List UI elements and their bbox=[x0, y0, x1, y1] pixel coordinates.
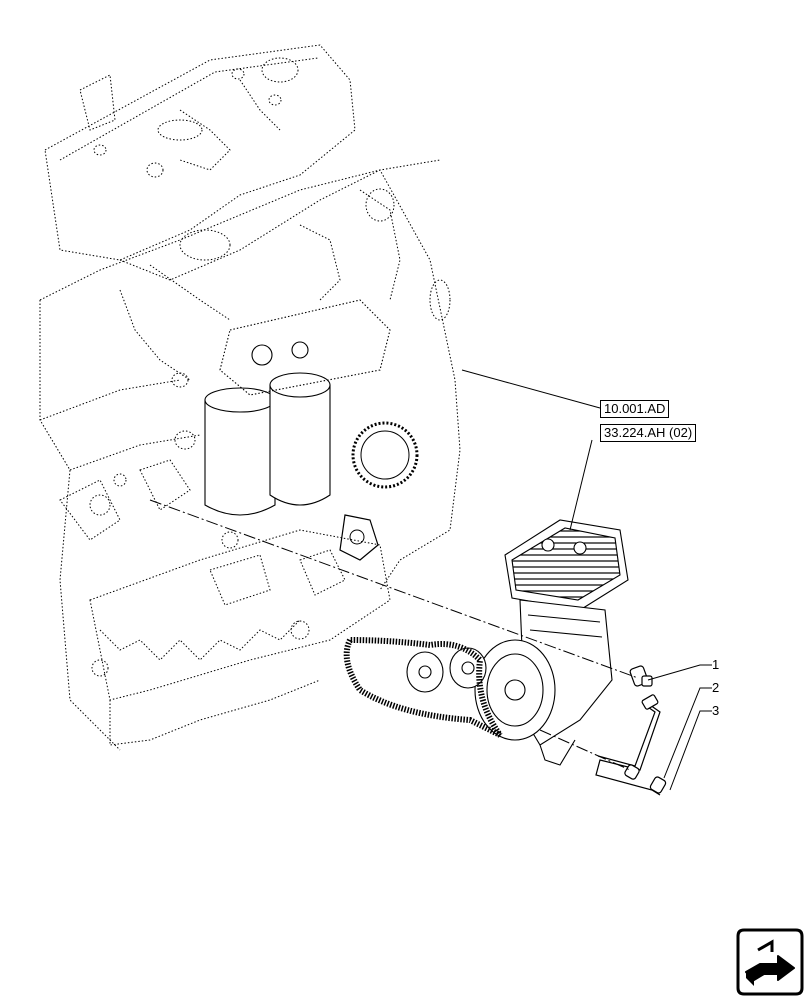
reference-link-33-224-ah[interactable]: 33.224.AH (02) bbox=[600, 424, 697, 442]
drive-belt bbox=[343, 636, 503, 738]
engine-block bbox=[39, 44, 461, 751]
callout-2: 2 bbox=[712, 680, 720, 695]
navigation-button[interactable] bbox=[736, 928, 804, 996]
forward-arrow-icon bbox=[736, 928, 804, 996]
reference-link-10-001-ad[interactable]: 10.001.AD bbox=[600, 400, 670, 418]
air-compressor bbox=[406, 519, 629, 766]
callout-3: 3 bbox=[712, 703, 720, 718]
fuel-filters bbox=[204, 299, 391, 516]
gear-ring bbox=[339, 421, 419, 561]
engine-fittings bbox=[89, 57, 451, 677]
leader-lines bbox=[149, 369, 712, 791]
compressor-fittings bbox=[595, 665, 667, 796]
callout-1: 1 bbox=[712, 657, 720, 672]
